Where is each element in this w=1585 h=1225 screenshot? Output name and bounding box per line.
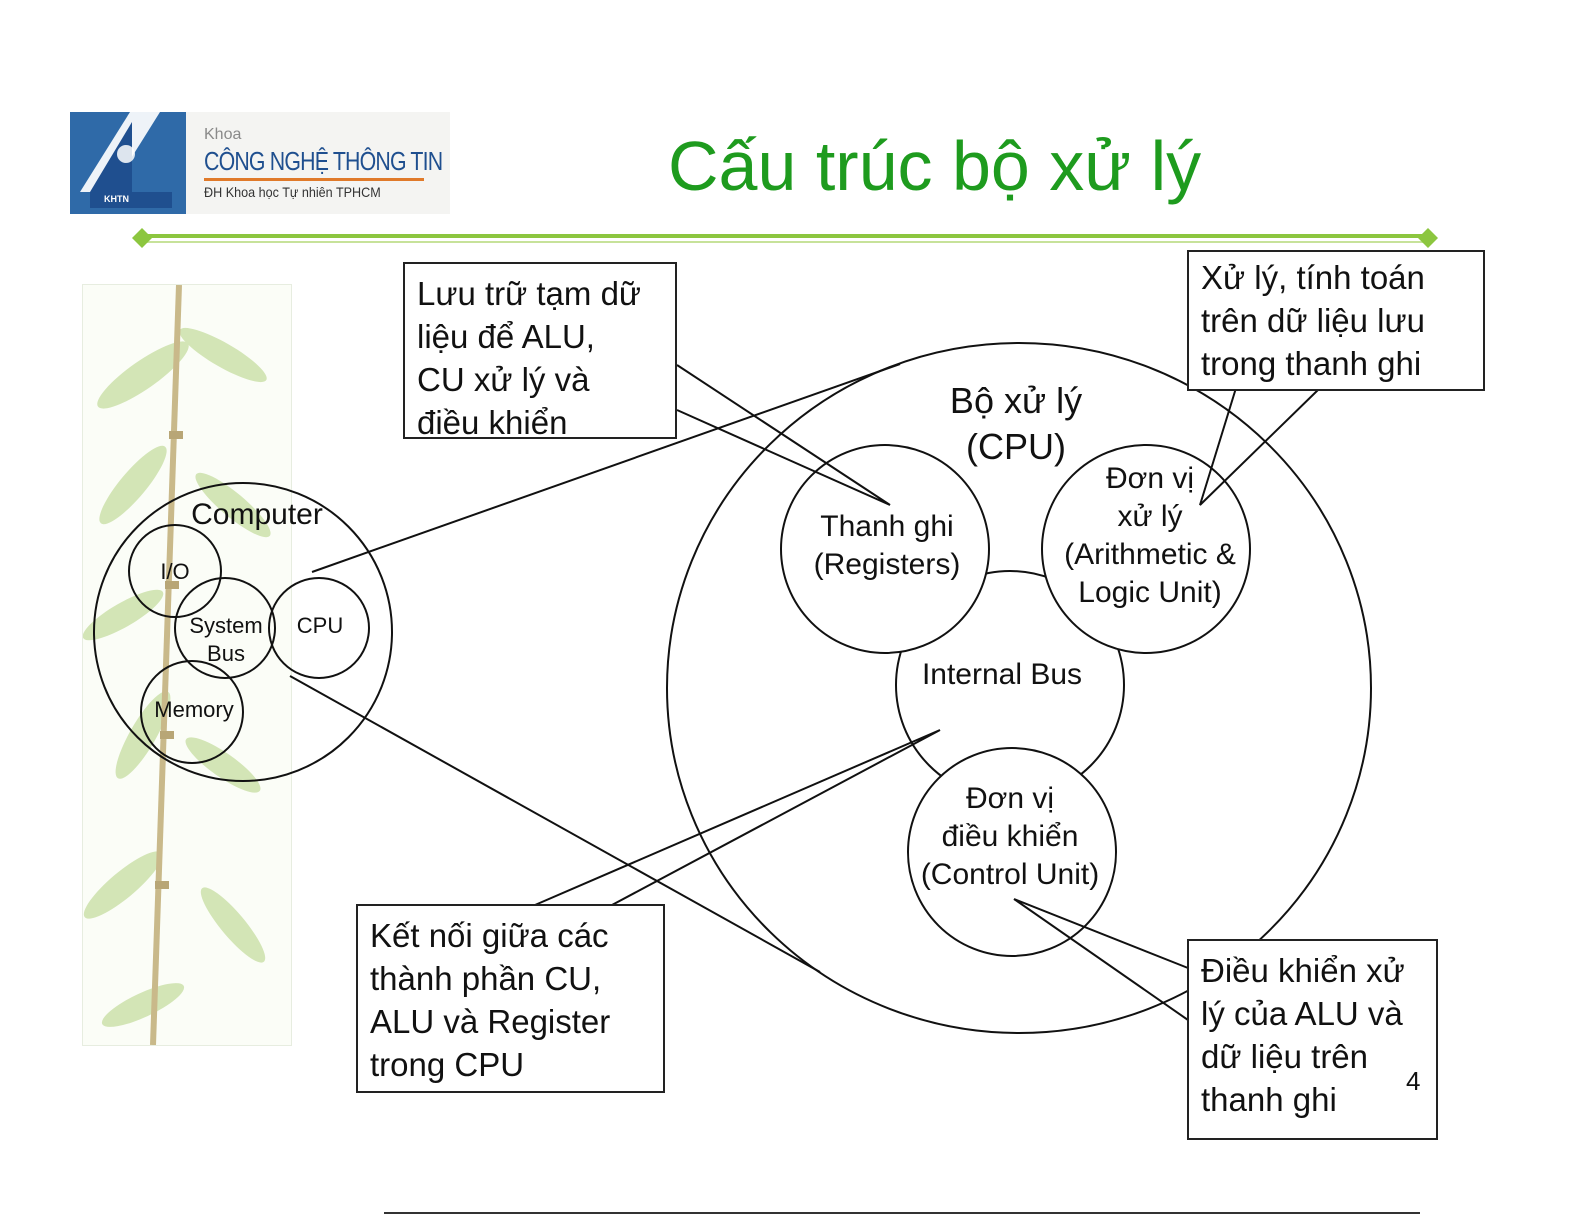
computer-circle (93, 482, 393, 782)
cu-callout: Điều khiển xử lý của ALU và dữ liệu trên… (1187, 939, 1438, 1140)
emblem-label: KHTN (104, 194, 129, 204)
slide-title: Cấu trúc bộ xử lý (668, 127, 1202, 205)
system-bus-label: System Bus (189, 613, 263, 666)
control-unit-label: Đơn vị điều khiển (Control Unit) (920, 782, 1100, 891)
logo-line-department: CÔNG NGHỆ THÔNG TIN (204, 146, 443, 176)
internal-bus-label: Internal Bus (921, 658, 1083, 691)
logo-divider (204, 178, 424, 181)
memory-label: Memory (154, 697, 234, 722)
header-rule (132, 228, 1438, 248)
logo-text: Khoa CÔNG NGHỆ THÔNG TIN ĐH Khoa học Tự … (186, 112, 450, 214)
cpu-small-circle (268, 577, 370, 679)
bus-callout-leader (534, 729, 941, 906)
page-number: 4 (1406, 1066, 1421, 1096)
registers-callout-leader (676, 364, 891, 506)
memory-circle (140, 660, 244, 764)
computer-label: Computer (191, 498, 323, 531)
registers-label: Thanh ghi (Registers) (813, 510, 961, 581)
zoom-line-top (311, 363, 901, 573)
alu-callout: Xử lý, tính toán trên dữ liệu lưu trong … (1187, 250, 1485, 391)
bus-callout: Kết nối giữa các thành phần CU, ALU và R… (356, 904, 665, 1093)
io-label: I/O (160, 559, 190, 584)
cu-callout-leader (1013, 898, 1189, 1021)
control-unit-circle (907, 747, 1117, 957)
faculty-logo: KHTN Khoa CÔNG NGHỆ THÔNG TIN ĐH Khoa họ… (70, 112, 450, 214)
alu-label: Đơn vị xử lý (Arithmetic & Logic Unit) (1064, 462, 1236, 609)
cpu-small-label: CPU (296, 613, 344, 638)
system-bus-circle (174, 577, 276, 679)
alu-circle (1041, 444, 1251, 654)
io-circle (128, 524, 222, 618)
zoom-line-bottom (289, 675, 821, 973)
bamboo-decoration-image (82, 284, 292, 1046)
footer-rule (384, 1212, 1420, 1214)
registers-circle (780, 444, 990, 654)
university-emblem-icon: KHTN (70, 112, 186, 214)
registers-callout: Lưu trữ tạm dữ liệu để ALU, CU xử lý và … (403, 262, 677, 441)
logo-line-faculty: Khoa (204, 126, 242, 143)
cpu-large-label: Bộ xử lý (CPU) (949, 380, 1083, 467)
cpu-large-circle (666, 342, 1372, 1034)
logo-line-university: ĐH Khoa học Tự nhiên TPHCM (204, 184, 381, 200)
alu-callout-leader (1199, 387, 1321, 506)
